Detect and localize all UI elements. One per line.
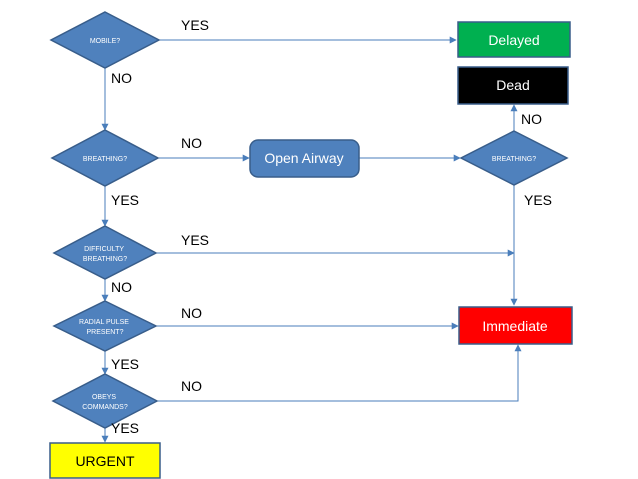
edge-obeys-to-immediate — [157, 344, 522, 402]
decision-breathing: BREATHING? — [50, 129, 160, 187]
label-obeys-yes: YES — [111, 420, 139, 436]
svg-text:BREATHING?: BREATHING? — [492, 156, 536, 163]
decision-difficulty-line2: BREATHING? — [83, 256, 127, 263]
label-difficulty-yes: YES — [181, 232, 209, 248]
outcome-delayed: Delayed — [457, 21, 571, 58]
outcome-immediate-label: Immediate — [482, 318, 548, 334]
decision-difficulty-breathing: DIFFICULTY BREATHING? — [52, 225, 158, 280]
outcome-dead: Dead — [457, 66, 569, 105]
outcome-urgent: URGENT — [49, 442, 161, 479]
decision-obeys-line1: OBEYS — [92, 394, 116, 401]
outcome-immediate: Immediate — [458, 306, 573, 345]
label-breathing2-no: NO — [521, 111, 542, 127]
svg-text:RADIAL PULSE PRESENT?: RADIAL PULSE PRESENT? — [79, 319, 131, 336]
decision-mobile-text: MOBILE? — [90, 38, 120, 45]
label-breathing-yes: YES — [111, 192, 139, 208]
decision-radial-line1: RADIAL PULSE — [79, 319, 129, 326]
label-radial-yes: YES — [111, 356, 139, 372]
decision-breathing-after-airway: BREATHING? — [459, 130, 569, 186]
decision-obeys-line2: COMMANDS? — [82, 404, 128, 411]
svg-text:MOBILE?: MOBILE? — [90, 38, 120, 45]
label-obeys-no: NO — [181, 378, 202, 394]
label-radial-no: NO — [181, 305, 202, 321]
label-breathing2-yes: YES — [524, 192, 552, 208]
decision-radial-pulse: RADIAL PULSE PRESENT? — [52, 300, 158, 352]
decision-mobile: MOBILE? — [49, 11, 161, 69]
label-mobile-no: NO — [111, 70, 132, 86]
action-open-airway: Open Airway — [249, 139, 360, 178]
decision-difficulty-line1: DIFFICULTY — [84, 246, 124, 253]
outcome-urgent-label: URGENT — [75, 453, 135, 469]
svg-text:DIFFICULTY BREATHING?: DIFFICULTY BREATHING? — [83, 246, 127, 263]
decision-obeys-commands: OBEYS COMMANDS? — [51, 373, 159, 429]
svg-text:BREATHING?: BREATHING? — [83, 156, 127, 163]
action-open-airway-label: Open Airway — [264, 150, 343, 166]
label-difficulty-no: NO — [111, 279, 132, 295]
outcome-delayed-label: Delayed — [488, 32, 539, 48]
label-breathing-no: NO — [181, 135, 202, 151]
decision-breathing-text: BREATHING? — [83, 156, 127, 163]
label-mobile-yes: YES — [181, 17, 209, 33]
outcome-dead-label: Dead — [496, 77, 529, 93]
decision-breathing2-text: BREATHING? — [492, 156, 536, 163]
svg-text:OBEYS COMMANDS?: OBEYS COMMANDS? — [82, 394, 128, 411]
decision-radial-line2: PRESENT? — [87, 329, 124, 336]
